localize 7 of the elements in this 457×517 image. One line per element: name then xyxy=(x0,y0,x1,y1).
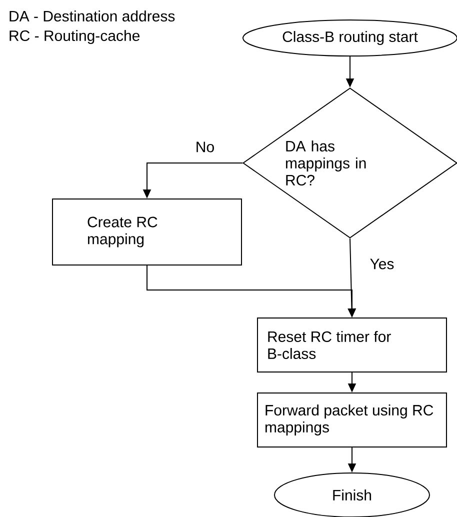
process-box: Forward packet using RC mappings xyxy=(257,392,447,448)
abbreviation-note: DA - Destination address xyxy=(10,10,175,22)
process-box: Create RC mapping xyxy=(52,198,242,266)
edge-label: No xyxy=(194,140,216,154)
edge-label: Yes xyxy=(368,258,396,270)
abbreviation-note: RC - Routing-cache xyxy=(10,30,140,44)
process-box: Reset RC timer for B-class xyxy=(257,318,447,372)
